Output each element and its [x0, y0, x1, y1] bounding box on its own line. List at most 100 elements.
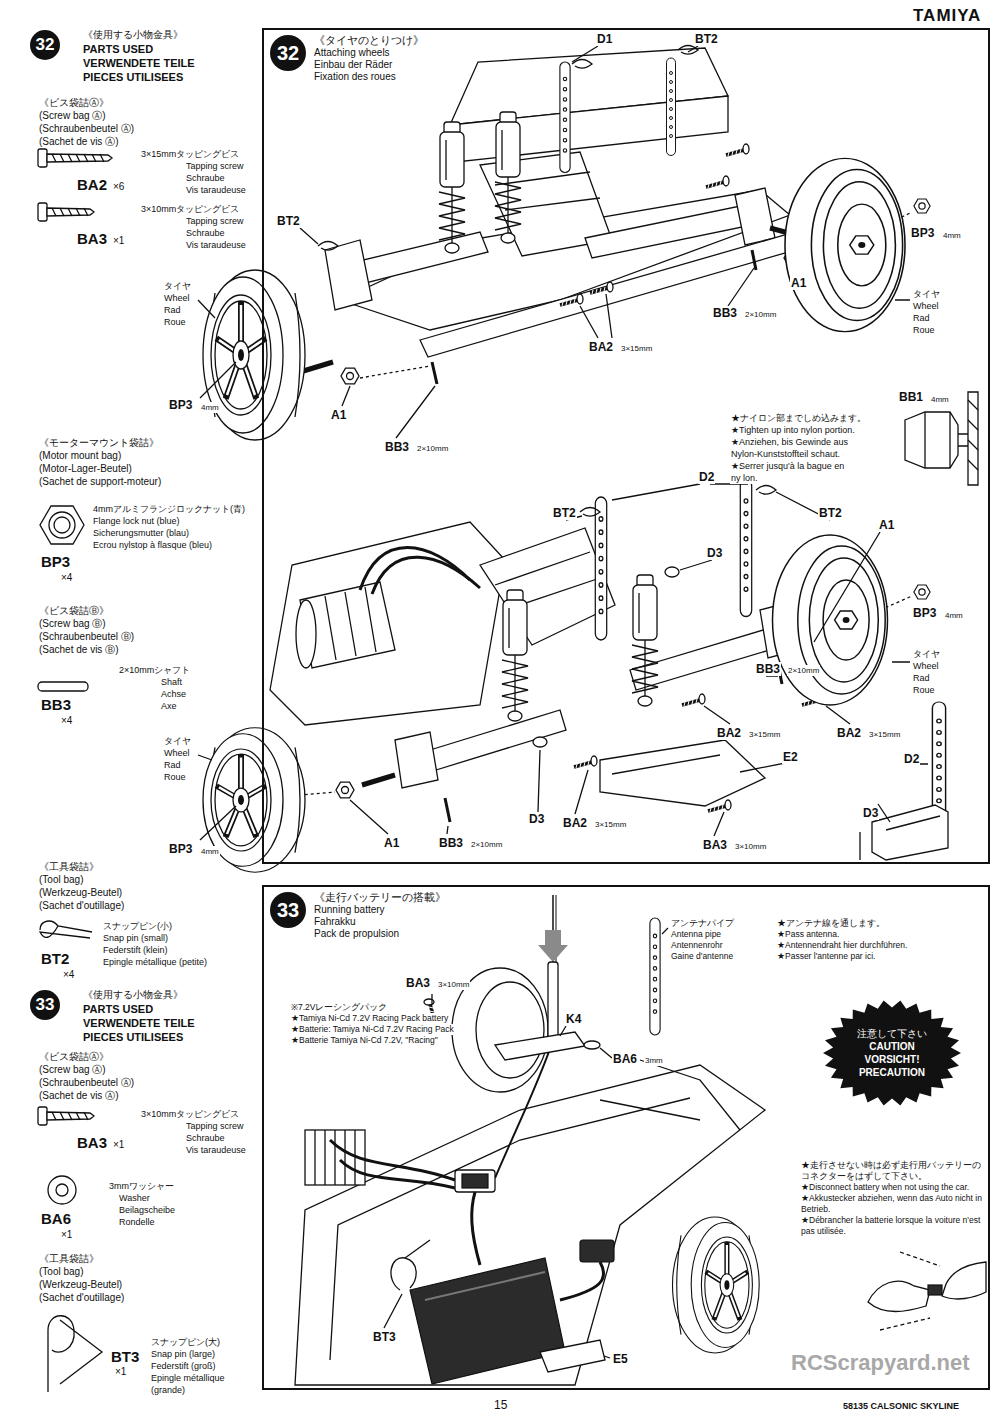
label-group: BA2 [716, 726, 742, 740]
note-text: ★走行させない時は必ず走行用バッテリーのコネクターをはずして下さい。 [800, 1160, 985, 1182]
part-code: BA3 [76, 230, 108, 247]
label-group: 《使用する小物金具》 [82, 988, 184, 1001]
part-description: タイヤ [912, 648, 941, 660]
chassis-rear-drawing [740, 480, 751, 617]
dimension-label: 2×10mm [470, 839, 503, 850]
nut-detail-drawing [958, 434, 968, 446]
part-description: Wheel [912, 300, 940, 312]
chassis-front-drawing [495, 112, 521, 243]
step-title: Fahrakku [314, 916, 356, 928]
nut-detail-drawing [905, 392, 978, 485]
part-description: ★Tighten up into nylon portion. [730, 424, 856, 436]
label-group: D3 [862, 806, 879, 820]
part-quantity: ×1 [112, 1139, 125, 1151]
label-group: 2×10mmシャフト [118, 664, 191, 676]
part-description: 3mmワッシャー [108, 1180, 175, 1192]
callout-label: BB3 [755, 662, 781, 676]
screw-icon [38, 203, 47, 221]
callout-label: D3 [862, 806, 879, 820]
label-group: BB1 [898, 390, 924, 404]
chassis-front-drawing [585, 205, 752, 258]
part-description: Sicherungsmutter (blau) [92, 527, 190, 539]
caution-text: CAUTION [857, 1040, 927, 1053]
dimension-label: 2×10mm [744, 309, 777, 320]
chassis-battery-drawing [425, 1272, 545, 1300]
label-group: 3×15mm [748, 729, 781, 740]
label-group: 《ビス袋詰Ⓐ》(Screw bag Ⓐ)(Schraubenbeutel Ⓐ)(… [38, 1050, 135, 1102]
label-group: BP3 [168, 398, 193, 412]
bracket-detail-drawing [860, 816, 940, 860]
label-group: BA3 [76, 230, 108, 247]
dimension-label: 2×10mm [787, 665, 820, 676]
chassis-rear-drawing [362, 775, 395, 785]
hands-drawing [928, 1285, 942, 1295]
label-group: ★アンテナ線を通します。★Pass antenna.★Antennendraht… [776, 918, 908, 962]
callout-label: BA2 [836, 726, 862, 740]
screw-icon [52, 1112, 88, 1120]
leader-lines [384, 928, 668, 1358]
section-heading: 《使用する小物金具》 [82, 988, 184, 1001]
part-description: Tapping screw [185, 215, 245, 227]
bag-name: (Screw bag Ⓐ) [38, 109, 107, 122]
part-quantity: ×4 [60, 572, 73, 584]
chassis-front-drawing [560, 62, 570, 173]
label-group: ShaftAchseAxe [160, 676, 187, 712]
callout-label: BT3 [372, 1330, 397, 1344]
label-group: 33 [30, 990, 60, 1020]
step-number: 32 [30, 30, 60, 60]
bracket-detail-drawing [860, 702, 948, 860]
parts-heading: VERWENDETE TEILE [82, 1016, 196, 1030]
chassis-rear-drawing [665, 567, 679, 577]
step-title: Pack de propulsion [314, 928, 399, 940]
bag-name: (Motor-Lager-Beutel) [38, 462, 133, 475]
screw-icon [38, 149, 47, 167]
part-code: BA3 [76, 1134, 108, 1151]
chassis-battery-drawing [455, 1170, 495, 1192]
nut-detail-drawing [968, 400, 978, 470]
label-group: 4mm [200, 846, 220, 857]
bag-name: (Screw bag Ⓐ) [38, 1063, 107, 1076]
step-title-group: 《タイヤのとりつけ》Attaching wheelsEinbau der Räd… [314, 33, 424, 83]
callout-label: D2 [903, 752, 920, 766]
dimension-label: 4mm [200, 846, 220, 857]
dimension-label: 3×15mm [748, 729, 781, 740]
callout-label: A1 [790, 276, 807, 290]
label-group: 3mm [644, 1055, 664, 1066]
nut-detail-drawing [968, 392, 978, 485]
chassis-battery-drawing [650, 918, 660, 1035]
dimension-label: 4mm [944, 610, 964, 621]
label-group: 2×10mm [787, 665, 820, 676]
assembly-illustration [914, 199, 930, 213]
chassis-battery-drawing [330, 1140, 455, 1180]
chassis-front-drawing [726, 144, 749, 156]
chassis-front-drawing [735, 188, 775, 245]
label-group: TAMIYA [912, 6, 982, 26]
parts-heading: PIECES UTILISEES [82, 70, 184, 84]
leader-lines [384, 928, 668, 1358]
label-group: ★ナイロン部までしめ込みます。★Tighten up into nylon po… [730, 412, 867, 484]
part-description: Tapping screw [185, 160, 245, 172]
label-group: ×6 [112, 181, 125, 193]
label-group: BT2 [694, 32, 719, 46]
screw-icon [38, 203, 94, 221]
bag-name: (Sachet de support-moteur) [38, 475, 162, 488]
screw-icon [52, 208, 88, 216]
bag-name: 《工具袋詰》 [38, 1252, 100, 1265]
dimension-label: 3×15mm [620, 343, 653, 354]
callout-label: BB1 [898, 390, 924, 404]
note-text: Gaine d'antenne [670, 951, 734, 962]
bag-name: (Sachet de vis Ⓐ) [38, 1089, 119, 1102]
part-description: Wheel [912, 660, 940, 672]
label-group: K4 [565, 1012, 582, 1026]
caution-text: VORSICHT! [857, 1053, 927, 1066]
parts-icons [38, 149, 112, 1392]
watermark: RCScrapyard.net [790, 1350, 971, 1376]
label-group: RCScrapyard.net [790, 1350, 971, 1376]
section-heading: 《使用する小物金具》 [82, 28, 184, 41]
label-group: D3 [528, 812, 545, 826]
assembly-illustration [773, 535, 888, 705]
part-description: Axe [160, 700, 178, 712]
assembly-illustration [914, 585, 930, 599]
step-number: 32 [270, 35, 306, 71]
callout-label: BT2 [552, 506, 577, 520]
